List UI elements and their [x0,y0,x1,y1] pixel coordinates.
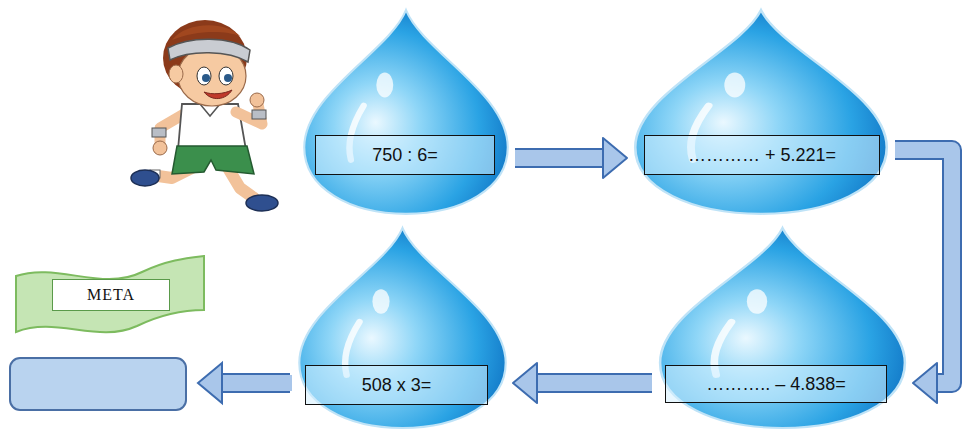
boy-ear [169,65,183,83]
goal-label: META [87,286,135,304]
equation-text: 750 : 6= [372,145,438,166]
answer-box [10,358,186,410]
flag-body [16,256,204,332]
equation-text: 508 x 3= [362,375,432,396]
boy-shorts [172,146,254,174]
drop-highlight [724,73,745,98]
boy-mouth [204,90,232,99]
equation-box: 508 x 3= [305,365,488,405]
boy-fist [153,141,167,155]
boy-wristband [252,110,266,119]
equation-box: ……….. – 4.838= [665,365,887,403]
drop-body [635,10,887,214]
arrow-head [913,363,937,403]
goal-flag: META [12,254,208,334]
equation-text: ………… + 5.221= [688,145,836,166]
runner-boy [131,20,278,211]
arrow-shaft-outline [537,373,652,393]
drop-highlight [372,289,389,313]
water-drop: 508 x 3= [295,224,510,432]
drop-highlight [376,73,393,98]
arrow-shaft [515,150,603,166]
block-arrow [513,363,652,403]
boy-hair-tuft [172,25,240,40]
arrow-shaft-outline [515,148,603,168]
arrow-head [198,363,222,403]
arrow-shaft [220,375,292,391]
drop-shape [630,6,892,218]
label-box: META [52,279,170,311]
equation-text: ……….. – 4.838= [706,374,846,395]
drop-highlight [747,289,767,313]
equation-box: ………… + 5.221= [644,135,880,175]
boy-pupil [224,74,232,82]
equation-box: 750 : 6= [315,135,495,175]
boy-headband [168,39,250,62]
boy-shoe [131,170,159,186]
drop-body [304,10,508,214]
boy-fist [250,93,264,107]
block-arrow [515,138,627,178]
boy-pupil [202,74,210,82]
block-arrow [198,363,292,403]
arrow-shaft [537,375,652,391]
water-drop: ……….. – 4.838= [655,224,910,432]
arrow-head [513,363,537,403]
boy-wristband [152,128,166,137]
water-drop: ………… + 5.221= [630,6,892,218]
boy-eye [197,67,211,85]
water-drop: 750 : 6= [300,6,512,218]
boy-eye [219,67,233,85]
arrow-head [603,138,627,178]
drop-body [299,228,505,428]
drop-body [660,228,905,428]
boy-shoe [246,195,278,211]
drop-shape [300,6,512,218]
